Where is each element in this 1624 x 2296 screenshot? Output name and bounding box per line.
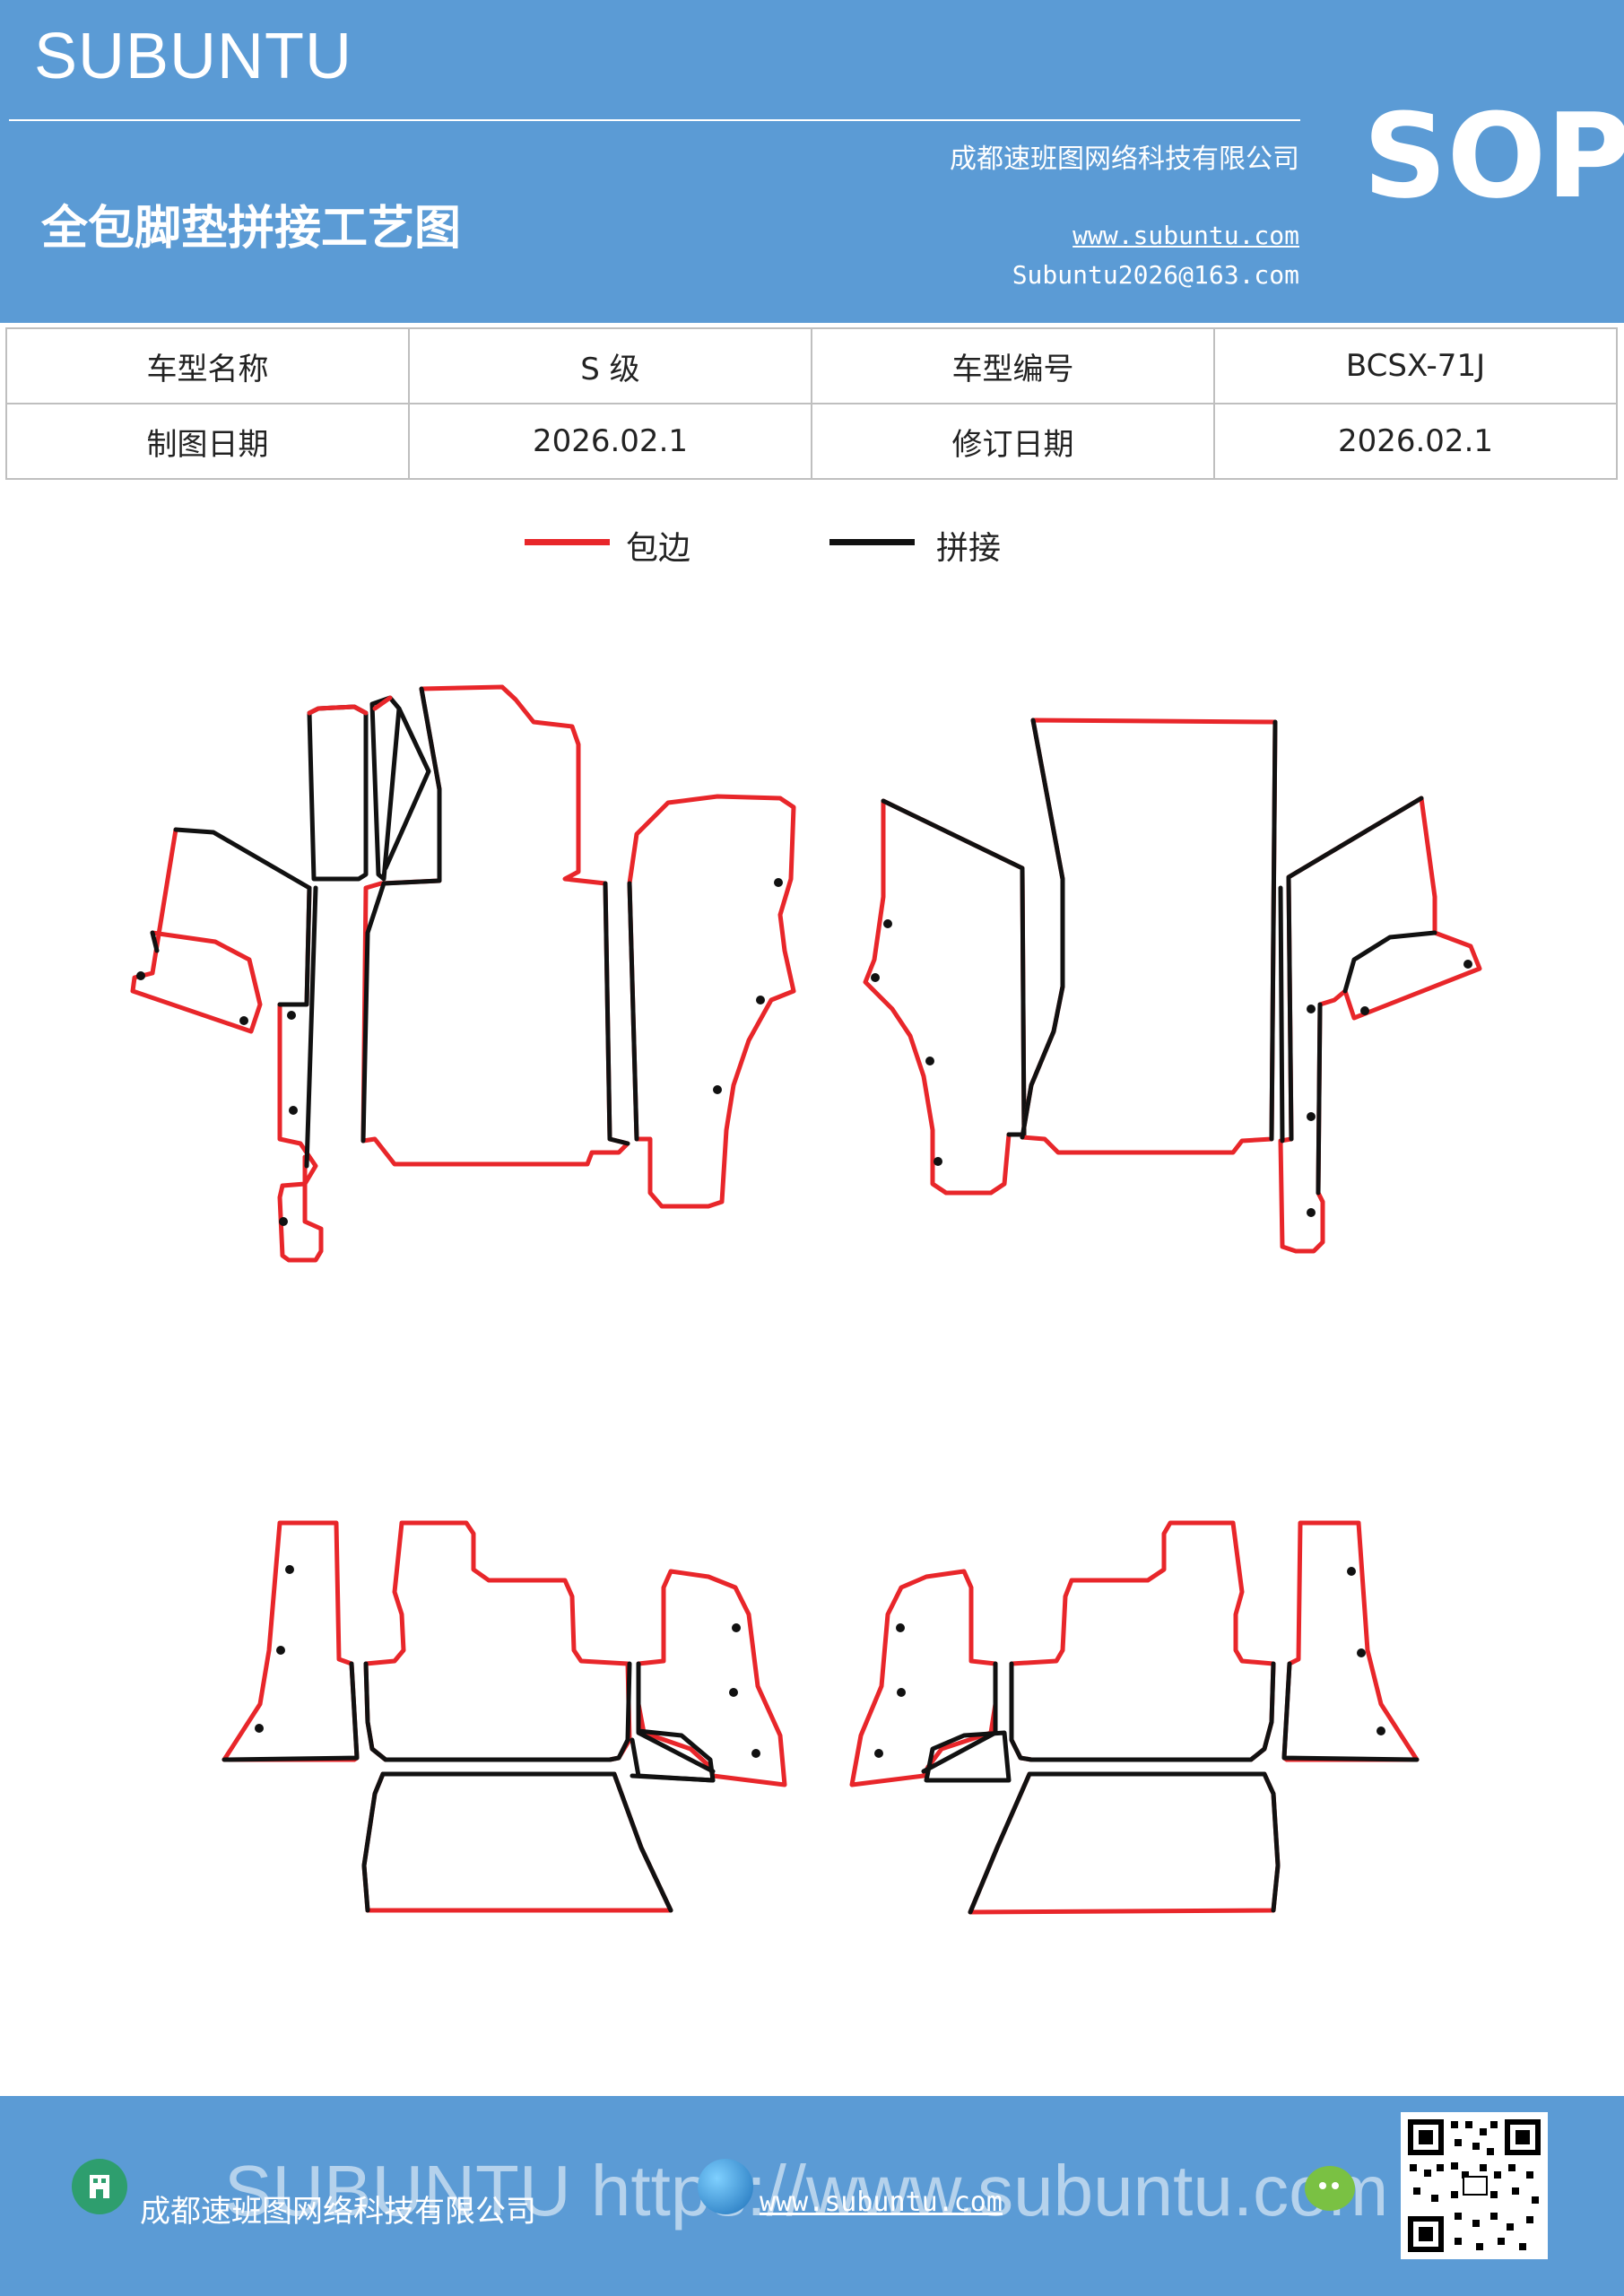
wechat-icon: [1305, 2166, 1355, 2211]
table-cell-value: S 级: [408, 327, 812, 404]
globe-icon: [698, 2159, 753, 2214]
footer-banner: SUBUNTU https://www.subuntu.com 成都速班图网络科…: [0, 2096, 1624, 2296]
table-row: 制图日期 2026.02.1 修订日期 2026.02.1: [5, 403, 1618, 480]
header-banner: SUBUNTU 全包脚垫拼接工艺图 成都速班图网络科技有限公司 www.subu…: [0, 0, 1624, 323]
legend-swatch-splice: [829, 539, 915, 545]
front-left-mats: [130, 684, 796, 1263]
legend-label-splice: 拼接: [936, 530, 1002, 567]
legend: 包边 拼接: [0, 520, 1624, 574]
table-row: 车型名称 S 级 车型编号 BCSX-71J: [5, 327, 1618, 404]
header-divider: [9, 119, 1300, 121]
legend-swatch-edge: [525, 539, 610, 545]
header-email: Subuntu2026@163.com: [1012, 260, 1299, 290]
qr-code: [1401, 2112, 1548, 2259]
header-company: 成都速班图网络科技有限公司: [950, 144, 1299, 175]
rear-right-mats: [849, 1520, 1420, 1915]
rear-left-mats: [221, 1520, 787, 1913]
page-title: 全包脚垫拼接工艺图: [41, 201, 462, 256]
table-cell-label: 修订日期: [811, 403, 1215, 480]
building-icon: [72, 2159, 127, 2214]
header-website-link[interactable]: www.subuntu.com: [1073, 221, 1299, 250]
footer-company: 成都速班图网络科技有限公司: [140, 2194, 536, 2230]
table-cell-label: 车型编号: [811, 327, 1215, 404]
legend-label-edge: 包边: [626, 530, 691, 567]
footer-watermark: SUBUNTU https://www.subuntu.com: [224, 2151, 1389, 2231]
fastener-points: [136, 878, 1472, 1758]
table-cell-label: 车型名称: [5, 327, 410, 404]
table-cell-label: 制图日期: [5, 403, 410, 480]
front-right-mats: [863, 718, 1482, 1254]
floor-mat-diagram: [130, 684, 1482, 1915]
table-cell-value: 2026.02.1: [408, 403, 812, 480]
footer-website-link[interactable]: www.subuntu.com: [760, 2187, 1003, 2218]
table-cell-value: 2026.02.1: [1213, 403, 1618, 480]
table-cell-value: BCSX-71J: [1213, 327, 1618, 404]
sop-badge: SOP: [1363, 88, 1624, 224]
vehicle-info-table: 车型名称 S 级 车型编号 BCSX-71J 制图日期 2026.02.1 修订…: [5, 327, 1618, 480]
brand-name: SUBUNTU: [34, 21, 353, 92]
